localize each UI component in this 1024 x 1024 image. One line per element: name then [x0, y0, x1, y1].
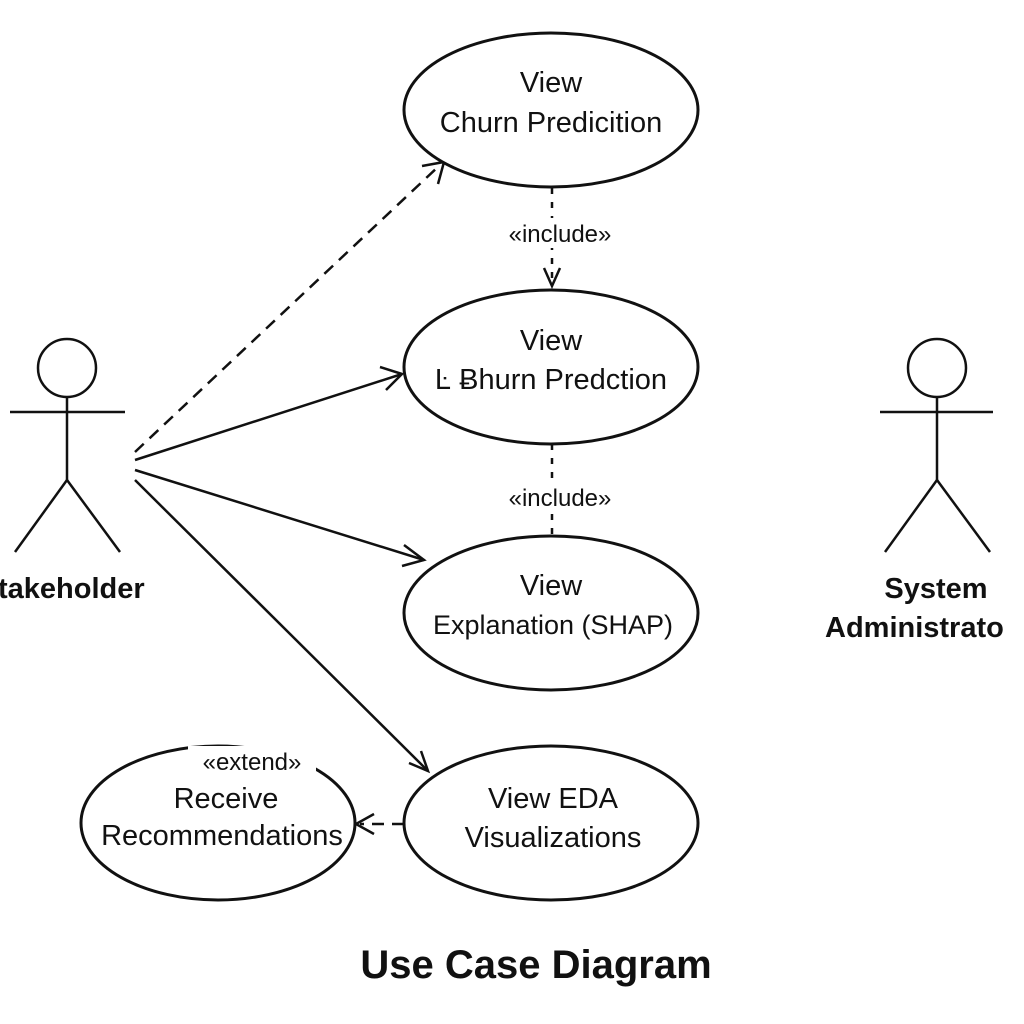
- admin-label-line1: System: [884, 573, 987, 605]
- include-arrowhead-1: [542, 267, 562, 290]
- uc5-line2: Recommendations: [101, 820, 343, 852]
- arrowhead-uc4: [408, 750, 431, 774]
- arrowhead-uc3: [401, 544, 427, 568]
- stakeholder-right-leg: [65, 479, 122, 553]
- extend-label-bg: [188, 746, 316, 776]
- uc3-line1: View: [520, 570, 583, 602]
- uc3-line2: Explanation (SHAP): [433, 610, 673, 640]
- use-case-view-churn-prediction-2: [402, 288, 700, 446]
- uc2-line1: View: [520, 325, 583, 357]
- association-stakeholder-uc4: [134, 479, 429, 772]
- uc4-line1: View EDA: [488, 783, 619, 815]
- extend-arrowhead: [353, 812, 375, 836]
- stakeholder-label: takeholder: [0, 573, 145, 605]
- system-administrator-actor: [880, 337, 993, 553]
- include-label-bg-2: [492, 482, 624, 512]
- admin-head: [906, 337, 968, 399]
- association-stakeholder-uc3: [134, 468, 425, 562]
- diagram-title: Use Case Diagram: [360, 943, 711, 987]
- include-label-bg-1: [492, 218, 624, 248]
- extend-label: «extend»: [203, 749, 302, 776]
- include-label-2: «include»: [509, 485, 612, 512]
- uc2-line2: Ŀ Ƀhurn Predction: [435, 364, 667, 396]
- uc5-line1: Receive: [174, 783, 279, 815]
- admin-right-leg: [935, 479, 992, 553]
- uc1-line2: Churn Predicition: [440, 107, 662, 139]
- arrowhead-uc2: [379, 365, 405, 391]
- uc4-line2: Visualizations: [465, 822, 642, 854]
- association-stakeholder-uc1: [134, 164, 441, 453]
- association-stakeholder-uc2: [134, 372, 403, 462]
- use-case-view-explanation: [402, 534, 700, 692]
- stakeholder-actor: [10, 337, 125, 553]
- use-case-view-churn-prediction: [402, 31, 700, 189]
- uc1-line1: View: [520, 67, 583, 99]
- admin-left-leg: [883, 479, 939, 553]
- include-label-1: «include»: [509, 221, 612, 248]
- stakeholder-head: [36, 337, 98, 399]
- admin-label-line2: Administrato: [825, 612, 1004, 644]
- stakeholder-left-leg: [13, 479, 69, 553]
- use-case-view-eda: [402, 744, 700, 902]
